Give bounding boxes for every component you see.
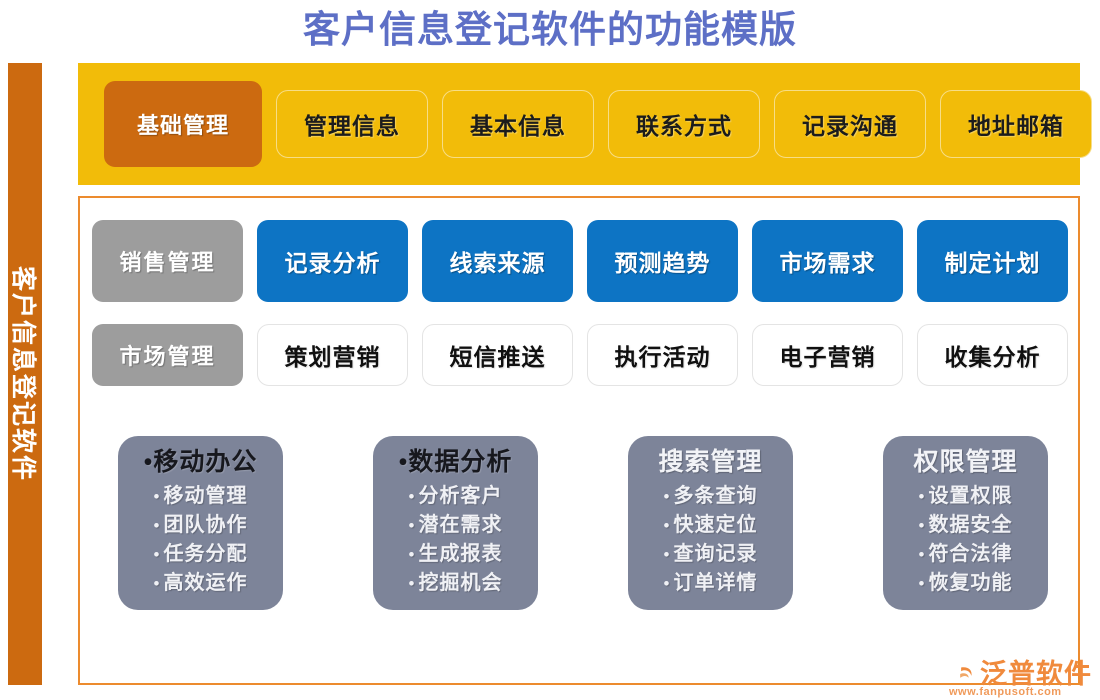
bullet-icon: • (663, 516, 671, 535)
bullet-icon: • (918, 545, 926, 564)
tab-management-info[interactable]: 管理信息 (276, 90, 428, 158)
bullet-icon: • (153, 574, 161, 593)
bullet-icon: • (663, 487, 671, 506)
page-title: 客户信息登记软件的功能模版 (303, 10, 797, 51)
card-title-text: 搜索管理 (658, 449, 763, 476)
brand-logo-row: 泛普软件 (948, 659, 1092, 689)
card-data-analysis[interactable]: •数据分析 •分析客户 •潜在需求 •生成报表 •挖掘机会 (373, 436, 538, 610)
list-item-label: 团队协作 (163, 514, 248, 536)
brand-name: 泛普软件 (980, 659, 1092, 689)
list-item-label: 移动管理 (163, 485, 248, 507)
tab-record-communication[interactable]: 记录沟通 (774, 90, 926, 158)
bullet-icon: • (663, 574, 671, 593)
list-item[interactable]: •移动管理 (154, 482, 248, 511)
bullet-icon: • (153, 487, 161, 506)
feature-card-group: •移动办公 •移动管理 •团队协作 •任务分配 •高效运作 •数据分析 •分析客… (118, 436, 1048, 610)
card-search-management[interactable]: 搜索管理 •多条查询 •快速定位 •查询记录 •订单详情 (628, 436, 793, 610)
button-record-analysis[interactable]: 记录分析 (257, 220, 408, 302)
top-tab-group: 基础管理 管理信息 基本信息 联系方式 记录沟通 地址邮箱 (104, 81, 1092, 167)
bullet-icon: • (408, 574, 416, 593)
list-item-label: 潜在需求 (418, 514, 503, 536)
bullet-icon: • (918, 487, 926, 506)
button-e-marketing[interactable]: 电子营销 (752, 324, 903, 386)
list-item[interactable]: •数据安全 (919, 511, 1013, 540)
list-item[interactable]: •订单详情 (664, 569, 758, 598)
card-item-list: •移动管理 •团队协作 •任务分配 •高效运作 (154, 482, 248, 598)
card-item-list: •分析客户 •潜在需求 •生成报表 •挖掘机会 (409, 482, 503, 598)
button-market-demand[interactable]: 市场需求 (752, 220, 903, 302)
list-item-label: 挖掘机会 (418, 572, 503, 594)
list-item-label: 设置权限 (928, 485, 1013, 507)
list-item[interactable]: •任务分配 (154, 540, 248, 569)
button-lead-source[interactable]: 线索来源 (422, 220, 573, 302)
card-permission-management[interactable]: 权限管理 •设置权限 •数据安全 •符合法律 •恢复功能 (883, 436, 1048, 610)
button-execute-activity[interactable]: 执行活动 (587, 324, 738, 386)
bullet-icon: • (153, 516, 161, 535)
bullet-icon: • (663, 545, 671, 564)
content-panel: 销售管理 记录分析 线索来源 预测趋势 市场需求 制定计划 市场管理 策划营销 … (78, 196, 1080, 685)
list-item-label: 任务分配 (163, 543, 248, 565)
button-forecast-trend[interactable]: 预测趋势 (587, 220, 738, 302)
list-item-label: 高效运作 (163, 572, 248, 594)
tab-basic-info[interactable]: 基本信息 (442, 90, 594, 158)
brand-url: www.fanpusoft.com (949, 686, 1062, 698)
button-sms-push[interactable]: 短信推送 (422, 324, 573, 386)
list-item-label: 查询记录 (673, 543, 758, 565)
list-item[interactable]: •恢复功能 (919, 569, 1013, 598)
card-title: 搜索管理 (658, 446, 762, 480)
list-item-label: 数据安全 (928, 514, 1013, 536)
list-item[interactable]: •挖掘机会 (409, 569, 503, 598)
list-item-label: 快速定位 (673, 514, 758, 536)
row-market-management: 市场管理 策划营销 短信推送 执行活动 电子营销 收集分析 (92, 324, 1068, 386)
card-mobile-office[interactable]: •移动办公 •移动管理 •团队协作 •任务分配 •高效运作 (118, 436, 283, 610)
list-item[interactable]: •快速定位 (664, 511, 758, 540)
card-title-text: 移动办公 (153, 449, 258, 476)
top-category-band: 基础管理 管理信息 基本信息 联系方式 记录沟通 地址邮箱 (78, 63, 1092, 185)
brand-watermark: 泛普软件 www.fanpusoft.com (948, 659, 1092, 698)
list-item[interactable]: •符合法律 (919, 540, 1013, 569)
card-title: •移动办公 (144, 446, 258, 480)
bullet-icon: • (398, 449, 409, 476)
bullet-icon: • (408, 487, 416, 506)
list-item-label: 订单详情 (673, 572, 758, 594)
card-item-list: •设置权限 •数据安全 •符合法律 •恢复功能 (919, 482, 1013, 598)
list-item-label: 生成报表 (418, 543, 503, 565)
list-item-label: 分析客户 (418, 485, 503, 507)
tab-address-email[interactable]: 地址邮箱 (940, 90, 1092, 158)
vertical-sidebar: 客户信息登记软件 (8, 63, 42, 685)
bullet-icon: • (918, 574, 926, 593)
card-title: •数据分析 (399, 446, 513, 480)
list-item-label: 符合法律 (928, 543, 1013, 565)
category-sales-management[interactable]: 销售管理 (92, 220, 243, 302)
list-item[interactable]: •查询记录 (664, 540, 758, 569)
category-market-management[interactable]: 市场管理 (92, 324, 243, 386)
tab-contact-method[interactable]: 联系方式 (608, 90, 760, 158)
tab-basic-management[interactable]: 基础管理 (104, 81, 262, 167)
button-make-plan[interactable]: 制定计划 (917, 220, 1068, 302)
card-item-list: •多条查询 •快速定位 •查询记录 •订单详情 (664, 482, 758, 598)
bullet-icon: • (153, 545, 161, 564)
fanpusoft-logo-icon (949, 660, 972, 688)
bullet-icon: • (143, 449, 154, 476)
bullet-icon: • (408, 516, 416, 535)
list-item[interactable]: •高效运作 (154, 569, 248, 598)
list-item[interactable]: •分析客户 (409, 482, 503, 511)
list-item-label: 恢复功能 (928, 572, 1013, 594)
list-item[interactable]: •团队协作 (154, 511, 248, 540)
list-item-label: 多条查询 (673, 485, 758, 507)
sidebar-label: 客户信息登记软件 (9, 265, 37, 483)
list-item[interactable]: •生成报表 (409, 540, 503, 569)
list-item[interactable]: •设置权限 (919, 482, 1013, 511)
list-item[interactable]: •多条查询 (664, 482, 758, 511)
list-item[interactable]: •潜在需求 (409, 511, 503, 540)
button-collect-analysis[interactable]: 收集分析 (917, 324, 1068, 386)
bullet-icon: • (408, 545, 416, 564)
card-title-text: 权限管理 (913, 449, 1018, 476)
card-title-text: 数据分析 (408, 449, 513, 476)
row-sales-management: 销售管理 记录分析 线索来源 预测趋势 市场需求 制定计划 (92, 220, 1068, 302)
card-title: 权限管理 (913, 446, 1017, 480)
button-campaign-marketing[interactable]: 策划营销 (257, 324, 408, 386)
bullet-icon: • (918, 516, 926, 535)
